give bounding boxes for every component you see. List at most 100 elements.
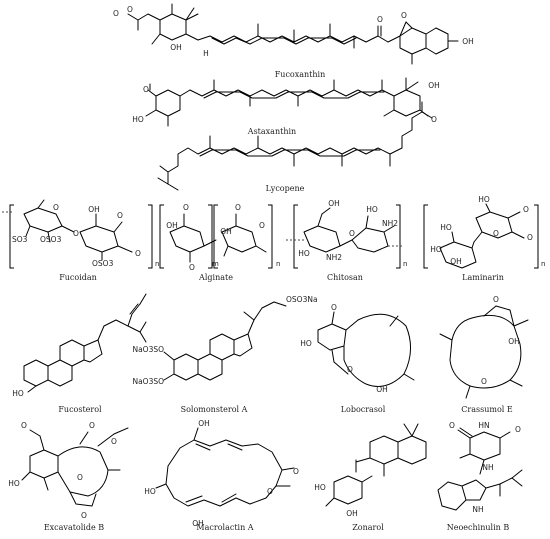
atom-o-lobocrasol: O bbox=[331, 303, 337, 312]
atom-ho-laminarin-2: HO bbox=[430, 245, 442, 254]
caption-astaxanthin: Astaxanthin bbox=[247, 127, 296, 136]
macrolactin-structure bbox=[155, 427, 295, 507]
atom-o-alginate-ring: O bbox=[259, 221, 265, 230]
atom-oh-laminarin: OH bbox=[450, 257, 462, 266]
atom-o-epoxide: O bbox=[401, 11, 407, 20]
atom-o-fucoidan-end: O bbox=[135, 249, 141, 258]
atom-ho-macrolactin: HO bbox=[144, 487, 156, 496]
caption-fucosterol: Fucosterol bbox=[58, 405, 102, 414]
atom-oh-chitosan: OH bbox=[328, 199, 340, 208]
fucosterol-structure bbox=[23, 293, 147, 393]
caption-alginate: Alginate bbox=[198, 273, 233, 282]
atom-o-alginate-b: O bbox=[189, 263, 195, 272]
alginate-structure bbox=[159, 204, 273, 269]
caption-excavatolide: Excavatolide B bbox=[44, 523, 104, 532]
atom-so3-fucoidan-a: SO3 bbox=[12, 235, 28, 244]
atom-oso3-fucoidan-b: OSO3 bbox=[40, 235, 62, 244]
lobocrasol-structure bbox=[317, 311, 415, 387]
caption-neoechinulin: Neoechinulin B bbox=[447, 523, 510, 532]
atom-o-neoech-a: O bbox=[449, 421, 455, 430]
atom-o-fucoidan-ring2: O bbox=[117, 211, 123, 220]
atom-o-lobocrasol-bridge: O bbox=[347, 365, 353, 374]
atom-o-excav-b: O bbox=[111, 437, 117, 446]
atom-oh-fucoxanthin-right: OH bbox=[462, 37, 474, 46]
atom-ho-chitosan: HO bbox=[298, 249, 310, 258]
atom-naoso3-solomonsterol-a: NaO3SO bbox=[132, 345, 164, 354]
atom-o-laminarin-link: O bbox=[493, 229, 499, 238]
laminarin-structure bbox=[423, 203, 539, 269]
atom-nh-neoech: NH bbox=[482, 463, 493, 472]
atom-oh-zonarol: OH bbox=[346, 509, 358, 518]
atom-o-fucoidan-link: O bbox=[73, 229, 79, 238]
atom-oh-crassumol: OH bbox=[508, 337, 520, 346]
solomonsterol-structure bbox=[163, 301, 287, 381]
atom-o-crassumol-ring: O bbox=[481, 377, 487, 386]
atom-naoso3-solomonsterol-b: NaO3SO bbox=[132, 377, 164, 386]
atom-oh-alginate-2: OH bbox=[220, 227, 232, 236]
atom-ho-zonarol: HO bbox=[314, 483, 326, 492]
atom-o-macrolactin-carbonyl: O bbox=[293, 467, 299, 476]
atom-o-laminarin-end: O bbox=[527, 233, 533, 242]
excavatolide-structure bbox=[21, 427, 129, 507]
atom-ho-laminarin-3: HO bbox=[440, 223, 452, 232]
astaxanthin-structure bbox=[145, 77, 429, 127]
atom-oh-lobocrasol: OH bbox=[376, 385, 388, 394]
atom-o-ester: O bbox=[127, 5, 133, 14]
caption-zonarol: Zonarol bbox=[352, 523, 384, 532]
atom-nh-neoech-indole: NH bbox=[472, 505, 483, 514]
subscript-n-alginate: n bbox=[276, 260, 280, 268]
caption-macrolactin: Macrolactin A bbox=[196, 523, 253, 532]
atom-o-macrolactin-ester: O bbox=[267, 487, 273, 496]
atom-o-chitosan-link: O bbox=[349, 229, 355, 238]
atom-o-astax-left: O bbox=[143, 85, 149, 94]
fucoxanthin-structure bbox=[127, 3, 459, 65]
atom-hn-neoech: HN bbox=[478, 421, 489, 430]
crassumol-structure bbox=[439, 305, 529, 399]
zonarol-structure bbox=[325, 423, 427, 507]
atom-o-excav-ac: O bbox=[21, 421, 27, 430]
subscript-n-chitosan: n bbox=[403, 260, 407, 268]
atom-ho-chitosan-2: HO bbox=[366, 205, 378, 214]
lycopene-structure bbox=[157, 101, 433, 191]
atom-ho-fucosterol: HO bbox=[12, 389, 24, 398]
atom-oso3-fucoidan-c: OSO3 bbox=[92, 259, 114, 268]
caption-crassumol: Crassumol E bbox=[461, 405, 513, 414]
atom-ho-laminarin: HO bbox=[478, 195, 490, 204]
caption-fucoidan: Fucoidan bbox=[59, 273, 97, 282]
neoechinulin-structure bbox=[437, 427, 523, 511]
subscript-n-fucoidan: n bbox=[155, 260, 159, 268]
fucoidan-structure bbox=[2, 199, 153, 269]
chitosan-structure bbox=[286, 204, 404, 269]
atom-oh-macrolactin-b: OH bbox=[192, 519, 204, 528]
atom-o-ketone: O bbox=[377, 15, 383, 24]
atom-h-allene: H bbox=[203, 49, 209, 58]
atom-o-astax-right: O bbox=[431, 115, 437, 124]
atom-nh2-chitosan: NH2 bbox=[326, 253, 342, 262]
atom-o-alginate-a: O bbox=[183, 203, 189, 212]
caption-fucoxanthin: Fucoxanthin bbox=[275, 70, 326, 79]
atom-o-excav-c: O bbox=[77, 473, 83, 482]
atom-oh-astax: OH bbox=[428, 81, 440, 90]
caption-chitosan: Chitosan bbox=[327, 273, 363, 282]
atom-oh-fucoidan: OH bbox=[88, 205, 100, 214]
atom-nh2-chitosan-2: NH2 bbox=[382, 219, 398, 228]
atom-o-crassumol: O bbox=[493, 295, 499, 304]
atom-o-neoech-b: O bbox=[515, 425, 521, 434]
atom-o-carbonyl: O bbox=[113, 9, 119, 18]
caption-lycopene: Lycopene bbox=[266, 184, 305, 193]
atom-oh-alginate: OH bbox=[166, 221, 178, 230]
atom-oh-macrolactin-a: OH bbox=[198, 419, 210, 428]
subscript-m-alginate: m bbox=[212, 260, 219, 268]
atom-o-excav-d: O bbox=[81, 511, 87, 520]
atom-ho-astax: HO bbox=[132, 115, 144, 124]
atom-o-fucoidan-ring: O bbox=[53, 203, 59, 212]
caption-lobocrasol: Lobocrasol bbox=[341, 405, 386, 414]
atom-ho-excav: HO bbox=[8, 479, 20, 488]
caption-laminarin: Laminarin bbox=[462, 273, 504, 282]
subscript-n-laminarin: n bbox=[541, 260, 545, 268]
caption-solomonsterol: Solomonsterol A bbox=[181, 405, 248, 414]
atom-o-excav-a: O bbox=[89, 421, 95, 430]
atom-o-alginate-c: O bbox=[235, 203, 241, 212]
atom-ho-lobocrasol: HO bbox=[300, 339, 312, 348]
